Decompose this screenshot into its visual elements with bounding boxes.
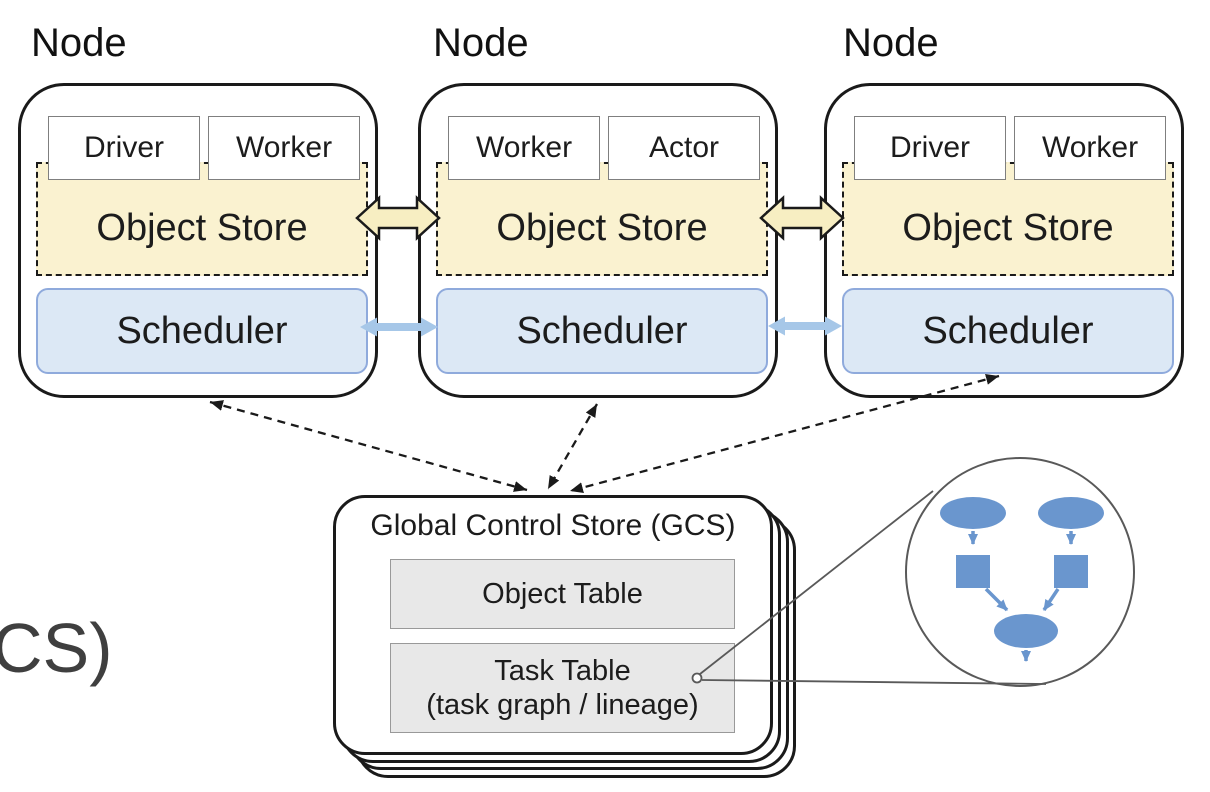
task-table-sublabel: (task graph / lineage) — [426, 689, 699, 721]
scheduler-label: Scheduler — [516, 309, 688, 352]
node-1-process-worker: Worker — [208, 116, 360, 180]
task-graph-ellipse-1 — [940, 497, 1006, 529]
node-1-scheduler: Scheduler — [36, 288, 368, 374]
node-3-label: Node — [843, 21, 939, 65]
node-3-box: Driver Worker Object Store Scheduler — [824, 83, 1184, 398]
task-table-label: Task Table — [494, 654, 631, 687]
scheduler-label: Scheduler — [922, 309, 1094, 352]
gcs-title: Global Control Store (GCS) — [370, 509, 736, 542]
task-graph-ellipse-3 — [994, 614, 1058, 648]
process-label: Worker — [1041, 131, 1139, 164]
node-3-scheduler: Scheduler — [842, 288, 1174, 374]
task-graph-ellipse-2 — [1038, 497, 1104, 529]
node-1-label: Node — [31, 21, 127, 65]
object-store-label: Object Store — [902, 207, 1114, 249]
task-graph-edge-3 — [984, 587, 1009, 612]
process-label: Driver — [84, 131, 164, 164]
task-graph — [940, 497, 1104, 662]
object-store-label: Object Store — [96, 207, 308, 249]
task-graph-square-1 — [956, 555, 990, 588]
node-2-scheduler: Scheduler — [436, 288, 768, 374]
node-2-object-store: Object Store — [436, 162, 768, 276]
object-table-label: Object Table — [482, 577, 643, 610]
task-graph-square-2 — [1054, 555, 1088, 588]
process-label: Actor — [648, 131, 720, 164]
gcs-box: Global Control Store (GCS) Object Table … — [333, 495, 773, 755]
scheduler-label: Scheduler — [116, 309, 288, 352]
process-label: Worker — [235, 131, 333, 164]
node-2-process-actor: Actor — [608, 116, 760, 180]
node-3-process-driver: Driver — [854, 116, 1006, 180]
task-graph-edge-4 — [1042, 588, 1060, 611]
process-label: Driver — [890, 131, 970, 164]
process-label: Worker — [475, 131, 573, 164]
node-3-object-store: Object Store — [842, 162, 1174, 276]
node-2-process-worker: Worker — [448, 116, 600, 180]
object-table: Object Table — [390, 559, 735, 629]
node-1-process-driver: Driver — [48, 116, 200, 180]
node-3-process-worker: Worker — [1014, 116, 1166, 180]
node-1-box: Driver Worker Object Store Scheduler — [18, 83, 378, 398]
node-1-object-store: Object Store — [36, 162, 368, 276]
node-2-box: Worker Actor Object Store Scheduler — [418, 83, 778, 398]
clipped-gcs-text: CS) — [0, 609, 113, 687]
task-table: Task Table (task graph / lineage) — [390, 643, 735, 733]
node-2-label: Node — [433, 21, 529, 65]
gcs-node-link-arrow-2 — [547, 403, 598, 490]
gcs-node-link-arrow-1 — [209, 400, 528, 492]
zoom-callout-circle — [905, 457, 1135, 687]
object-store-label: Object Store — [496, 207, 708, 249]
